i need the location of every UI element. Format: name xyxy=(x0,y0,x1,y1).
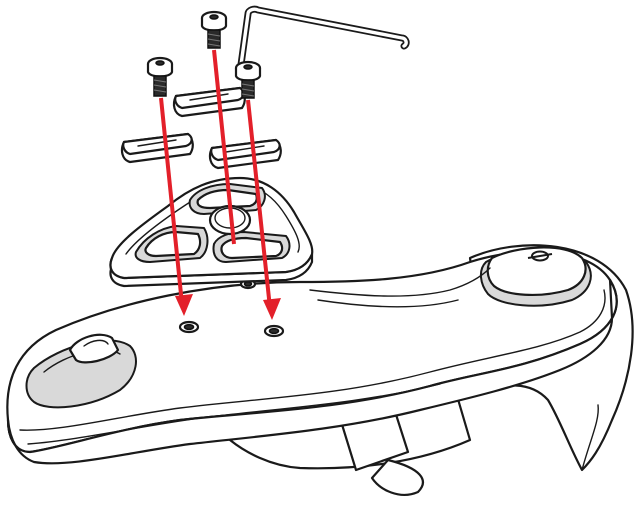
cleat-bolt xyxy=(200,10,228,49)
arch-ridge xyxy=(309,267,491,297)
cleat-front-window-top xyxy=(144,230,202,258)
guide-line-left xyxy=(159,97,184,305)
sole-edge-line-2 xyxy=(27,383,441,445)
cleat-washer xyxy=(208,138,282,170)
hex-key-icon xyxy=(236,5,410,76)
cleat-bolt xyxy=(234,60,262,99)
arrowhead-right xyxy=(263,298,281,320)
cleat-washer xyxy=(172,86,246,118)
heel-pad-top xyxy=(486,246,587,297)
cleat-washer xyxy=(120,132,194,164)
toe-vent-slot xyxy=(83,339,109,347)
guide-line-right xyxy=(246,99,272,309)
heel-logo-icon xyxy=(527,250,553,262)
arch-ridge-2 xyxy=(317,299,459,308)
cleat-plate xyxy=(109,176,314,288)
alignment-guides xyxy=(159,49,281,320)
sole-sidewall xyxy=(6,278,618,465)
heel-tab xyxy=(581,404,599,471)
arrowhead-left xyxy=(175,294,193,316)
sole-mounting-hole xyxy=(178,320,200,334)
cycling-shoe xyxy=(6,244,634,496)
strap-lower xyxy=(370,458,424,496)
cleat-rear-window-top xyxy=(220,236,284,260)
guide-line-middle xyxy=(212,49,236,245)
sole-edge-line xyxy=(19,289,606,431)
sole-mounting-hole xyxy=(263,324,285,338)
cleat-top-window-top xyxy=(196,188,258,210)
cleat-bolt xyxy=(146,56,174,97)
